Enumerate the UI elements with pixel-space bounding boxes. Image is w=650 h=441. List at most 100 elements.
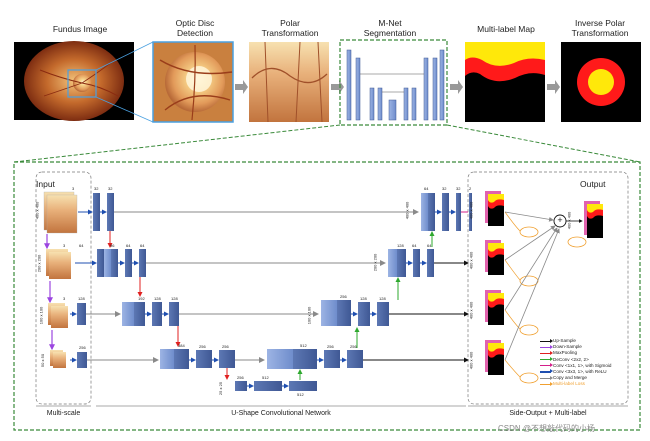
legend-arrow-icon bbox=[540, 350, 553, 355]
zoom-link bbox=[446, 124, 641, 163]
legend-label: DeConv <2x2, 2> bbox=[553, 356, 589, 362]
polar-image bbox=[249, 41, 329, 123]
legend-item: Up-Sample bbox=[540, 338, 611, 344]
channel-label: 512 bbox=[297, 392, 304, 397]
side-output-box bbox=[467, 171, 629, 405]
channel-label: 256 bbox=[350, 344, 357, 349]
channel-label: 128 bbox=[171, 296, 178, 301]
legend-arrow-icon bbox=[540, 375, 553, 380]
multiscale-box bbox=[35, 171, 92, 405]
channel-label: 256 bbox=[199, 344, 206, 349]
zoom-link bbox=[13, 124, 341, 163]
channel-label: 64 bbox=[412, 243, 417, 248]
final-output-map bbox=[584, 201, 603, 238]
size-label: 100 x 100 bbox=[306, 306, 312, 325]
legend-arrow-icon bbox=[540, 357, 553, 362]
stage-label-fundus: Fundus Image bbox=[52, 24, 108, 34]
disc-crop-image bbox=[152, 41, 234, 123]
side-output-label: Side-Output + Multi-label bbox=[509, 410, 587, 417]
channel-label: 384 bbox=[178, 343, 185, 348]
flow-arrow bbox=[331, 80, 344, 94]
channel-label: 3 bbox=[63, 296, 66, 301]
channel-label: 96 bbox=[110, 243, 115, 248]
legend-item: Down-Sample bbox=[540, 344, 611, 350]
legend-arrow-icon bbox=[540, 369, 553, 374]
legend-label: Conv <1x1, 1>, with Sigmoid bbox=[553, 362, 612, 368]
inverse-polar-image bbox=[561, 42, 641, 122]
legend-item: Conv <3x3, 1>, with ReLU bbox=[540, 369, 611, 375]
size-label: 50 x 50 bbox=[40, 353, 46, 368]
channel-label: 64 bbox=[140, 243, 145, 248]
zoom-line bbox=[95, 96, 154, 123]
channel-label: 256 bbox=[79, 345, 86, 350]
legend-label: Multi-label Loss bbox=[553, 381, 585, 387]
channel-label: 32 bbox=[456, 186, 461, 191]
level2-encoder bbox=[97, 249, 146, 277]
channel-label: 64 bbox=[79, 243, 84, 248]
channel-label: 2 bbox=[469, 186, 472, 191]
level1-decoder bbox=[421, 193, 472, 231]
network-panel bbox=[13, 161, 641, 431]
channel-label: 64 bbox=[427, 243, 432, 248]
level3-decoder bbox=[321, 300, 389, 326]
legend-arrow-icon bbox=[540, 381, 553, 386]
size-label: 200 x 200 bbox=[36, 254, 42, 273]
multilabel-map-image bbox=[465, 42, 545, 122]
channel-label: 64 bbox=[126, 243, 131, 248]
channel-label: 512 bbox=[262, 375, 269, 380]
level5-bottleneck bbox=[235, 381, 317, 391]
legend-item: Copy and Merge bbox=[540, 375, 611, 381]
multilabel-loss-nodes bbox=[504, 211, 587, 384]
size-label: 400 x 400 bbox=[468, 351, 474, 370]
level4-decoder bbox=[267, 349, 363, 369]
channel-label: 32 bbox=[94, 186, 99, 191]
size-label: 400 x 400 bbox=[468, 301, 474, 320]
channel-label: 32 bbox=[442, 186, 447, 191]
legend-label: Up-Sample bbox=[553, 338, 576, 344]
fundus-image bbox=[14, 41, 134, 121]
level1-encoder bbox=[78, 193, 114, 231]
flow-arrow bbox=[235, 80, 248, 94]
input-images bbox=[43, 191, 78, 368]
legend-label: Conv <3x3, 1>, with ReLU bbox=[553, 369, 607, 375]
legend-label: Copy and Merge bbox=[553, 375, 587, 381]
flow-arrow bbox=[547, 80, 560, 94]
legend-arrow-icon bbox=[540, 363, 553, 368]
channel-label: 256 bbox=[327, 344, 334, 349]
stage-label-multilabel: Multi-label Map bbox=[477, 24, 535, 34]
channel-label: 256 bbox=[222, 344, 229, 349]
flow-arrow bbox=[450, 80, 463, 94]
legend-item: DeConv <2x2, 2> bbox=[540, 357, 611, 363]
size-label: 400 x 400 bbox=[34, 201, 40, 220]
size-label: 400 x 400 bbox=[468, 201, 474, 220]
legend-item: MaxPooling bbox=[540, 350, 611, 356]
channel-label: 128 bbox=[397, 243, 404, 248]
channel-label: 64 bbox=[424, 186, 429, 191]
channel-label: 192 bbox=[138, 296, 145, 301]
channel-label: 256 bbox=[237, 375, 244, 380]
size-label: 25 x 25 bbox=[218, 381, 224, 396]
unet-label: U-Shape Convolutional Network bbox=[231, 410, 331, 417]
size-label: 200 x 200 bbox=[372, 253, 378, 272]
size-label: 400 x 400 bbox=[404, 201, 410, 220]
input-label: Input bbox=[36, 179, 55, 189]
average-node bbox=[504, 211, 583, 361]
multiscale-label: Multi-scale bbox=[46, 410, 81, 417]
channel-label: 256 bbox=[340, 294, 347, 299]
size-label: 100 x 100 bbox=[38, 306, 44, 325]
channel-label: 32 bbox=[108, 186, 113, 191]
legend-item: Multi-label Loss bbox=[540, 381, 611, 387]
size-label: 400 x 400 bbox=[566, 211, 572, 230]
watermark: CSDN @不想敲代码的小杨 bbox=[498, 424, 596, 433]
legend-arrow-icon bbox=[540, 344, 553, 349]
channel-label: 128 bbox=[379, 296, 386, 301]
size-label: 400 x 400 bbox=[468, 251, 474, 270]
mnet-mini bbox=[339, 39, 448, 126]
channel-label: 3 bbox=[72, 186, 75, 191]
